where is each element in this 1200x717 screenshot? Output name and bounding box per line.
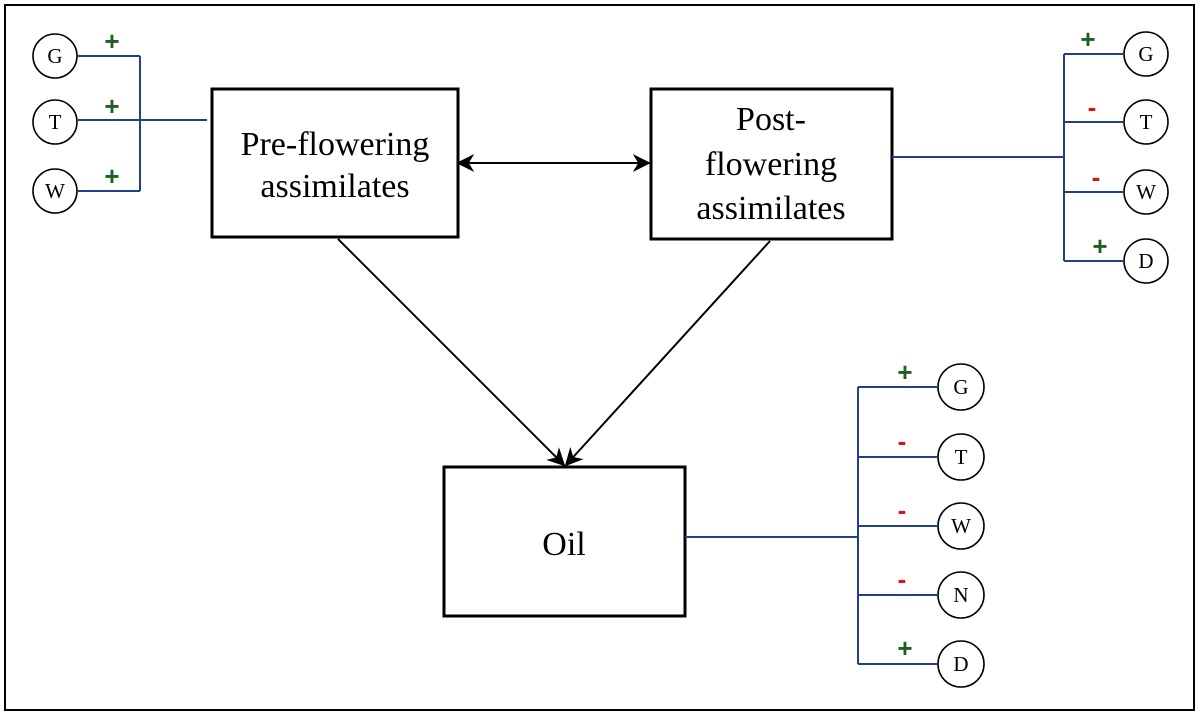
box-pre-flowering-border xyxy=(210,87,460,239)
factor-node: W - xyxy=(898,495,985,550)
factor-node: G + xyxy=(1080,24,1169,77)
factor-node: N - xyxy=(898,564,985,619)
factor-node: G + xyxy=(32,26,120,79)
sign-negative: - xyxy=(898,495,907,525)
sign-negative: - xyxy=(898,426,907,456)
sign-positive: + xyxy=(104,26,119,56)
factor-node-circle xyxy=(32,33,78,79)
box-oil-border xyxy=(442,465,687,618)
box-pre-flowering-line-1: Pre-flowering xyxy=(241,126,430,163)
box-pre-flowering-line-2: assimilates xyxy=(260,168,409,205)
factor-node-circle xyxy=(1123,238,1169,284)
sign-negative: - xyxy=(1092,162,1101,192)
factor-node-label: W xyxy=(951,514,971,538)
factor-node-circle xyxy=(937,640,985,688)
sign-positive: + xyxy=(104,161,119,191)
factor-node: T + xyxy=(32,91,120,145)
factor-node: G + xyxy=(897,357,985,411)
factor-group-post-flowering: G + T - W - D + xyxy=(892,24,1169,284)
factor-node: D + xyxy=(1092,231,1169,284)
box-post-flowering-line-2: flowering xyxy=(705,146,837,183)
factor-node: W - xyxy=(1092,162,1169,215)
factor-node-label: G xyxy=(953,375,968,399)
factor-node-circle xyxy=(937,433,985,481)
factor-node-label: G xyxy=(1138,42,1153,66)
factor-node-circle xyxy=(1123,31,1169,77)
factor-node-circle xyxy=(1123,169,1169,215)
factor-node: D + xyxy=(897,633,985,688)
arrow-pre-to-oil xyxy=(337,238,566,467)
box-post-flowering-border xyxy=(649,87,894,241)
box-oil: Oil xyxy=(442,465,687,618)
factor-node-label: D xyxy=(1138,249,1153,273)
factor-node-circle xyxy=(937,571,985,619)
factor-node-label: W xyxy=(1136,180,1156,204)
factor-node-label: T xyxy=(955,445,968,469)
sign-positive: + xyxy=(1092,231,1107,261)
factor-node: T - xyxy=(1088,92,1169,145)
sign-negative: - xyxy=(1088,92,1097,122)
box-pre-flowering: Pre-flowering assimilates xyxy=(210,87,460,239)
arrow-post-to-oil xyxy=(564,240,771,467)
factor-node-circle xyxy=(1123,99,1169,145)
factor-node: T - xyxy=(898,426,985,481)
factor-node-label: T xyxy=(1140,110,1153,134)
sign-positive: + xyxy=(104,91,119,121)
box-post-flowering-line-3: assimilates xyxy=(696,190,845,227)
factor-node-label: N xyxy=(953,583,968,607)
box-post-flowering-line-1: Post- xyxy=(736,101,806,138)
factor-node: W + xyxy=(32,161,120,214)
factor-node-label: T xyxy=(49,110,62,134)
factor-group-oil: G + T - W - N - D + xyxy=(685,357,985,688)
factor-node-circle xyxy=(937,363,985,411)
factor-node-circle xyxy=(32,99,78,145)
factor-node-circle xyxy=(32,168,78,214)
factor-node-label: G xyxy=(47,44,62,68)
box-oil-label: Oil xyxy=(542,526,585,563)
factor-node-label: W xyxy=(45,179,65,203)
sign-positive: + xyxy=(897,357,912,387)
outer-frame xyxy=(4,4,1195,711)
factor-group-pre-flowering: G + T + W + xyxy=(32,26,207,214)
box-post-flowering: Post- flowering assimilates xyxy=(649,87,894,241)
sign-positive: + xyxy=(1080,24,1095,54)
factor-node-label: D xyxy=(953,652,968,676)
sign-negative: - xyxy=(898,564,907,594)
factor-node-circle xyxy=(937,502,985,550)
sign-positive: + xyxy=(897,633,912,663)
